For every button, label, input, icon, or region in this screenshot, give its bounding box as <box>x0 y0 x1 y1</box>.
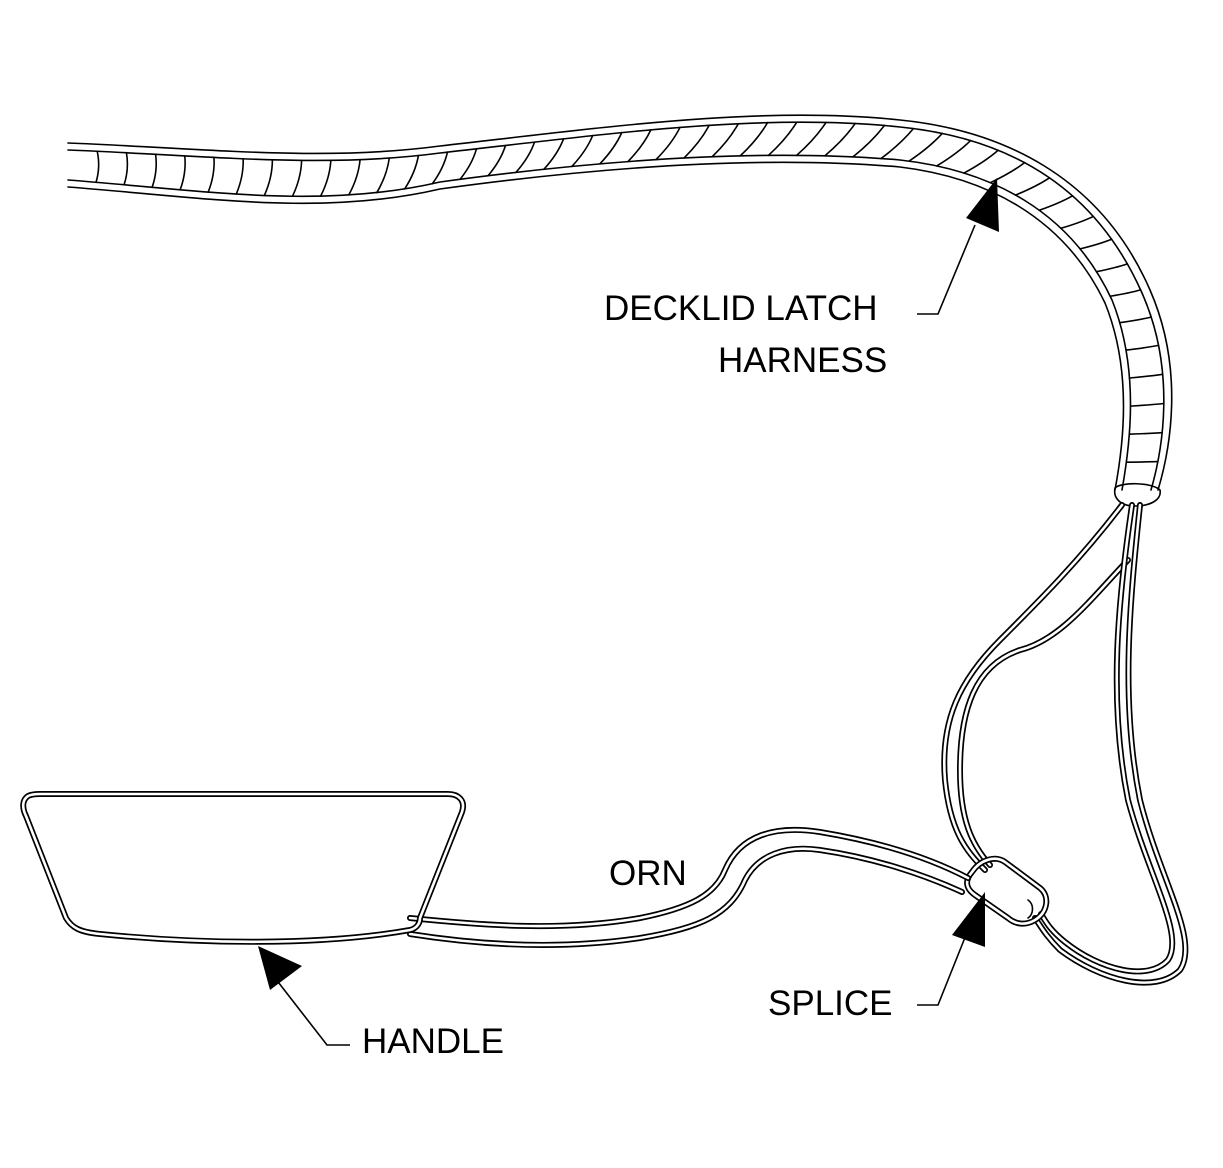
wrap-rib <box>1118 316 1152 324</box>
orn-label: ORN <box>609 854 687 893</box>
wrap-rib <box>235 157 244 195</box>
wrap-rib <box>95 150 100 184</box>
wrap-rib <box>739 121 769 157</box>
wrap-rib <box>1014 177 1051 196</box>
wrap-rib <box>908 132 944 162</box>
wrap-rib <box>375 157 391 194</box>
wrap-rib <box>963 149 999 174</box>
handle <box>20 791 466 945</box>
handle-label: HANDLE <box>362 1022 504 1061</box>
wrap-rib <box>655 126 681 161</box>
splice-label: SPLICE <box>768 984 893 1023</box>
wrap-rib <box>515 141 536 174</box>
wrap-rib <box>852 124 886 158</box>
wrap-rib <box>1095 263 1129 273</box>
wrap-rib <box>123 151 129 186</box>
wrap-rib <box>599 131 623 165</box>
wrap-rib <box>989 161 1026 184</box>
splice-leader <box>917 892 985 1006</box>
orn-wire <box>407 826 971 948</box>
wrap-rib <box>767 121 798 157</box>
splice <box>964 855 1050 927</box>
wrap-rib <box>459 148 478 181</box>
wrap-rib <box>543 137 565 171</box>
wrap-rib <box>347 158 361 196</box>
wrap-rib <box>571 134 594 168</box>
wrap-rib <box>880 127 915 160</box>
wrap-rib <box>1128 431 1163 436</box>
harness-wrap-ribs <box>95 121 1165 464</box>
wrap-rib <box>431 151 449 185</box>
wrap-rib <box>207 156 215 193</box>
wrap-rib <box>1129 402 1165 407</box>
decklid-latch-harness-label-line2: HARNESS <box>718 341 888 380</box>
wrap-rib <box>823 122 856 157</box>
wrap-rib <box>319 159 332 197</box>
wrap-rib <box>795 121 827 157</box>
wrap-rib <box>627 129 652 163</box>
wrap-rib <box>179 155 186 191</box>
wrap-rib <box>151 153 158 189</box>
wrap-rib <box>263 159 274 197</box>
wrap-rib <box>1079 238 1113 250</box>
decklid-latch-harness-label-line1: DECKLID LATCH <box>604 289 878 328</box>
decklid-latch-harness <box>67 114 1173 507</box>
wrap-rib <box>1128 373 1164 379</box>
wire-branches <box>941 502 1189 986</box>
wrap-rib <box>291 159 303 198</box>
wrap-rib <box>1125 344 1160 351</box>
decklid-leader <box>917 178 999 315</box>
handle-leader <box>258 946 350 1046</box>
wrap-rib <box>1038 195 1074 212</box>
wrap-rib <box>683 124 710 159</box>
wrap-rib <box>711 122 740 158</box>
wrap-rib <box>403 154 420 190</box>
wrap-rib <box>487 144 507 177</box>
wrap-rib <box>935 139 972 167</box>
wrap-rib <box>1125 460 1159 464</box>
wrap-rib <box>1060 215 1095 230</box>
wrap-rib <box>1109 289 1142 298</box>
